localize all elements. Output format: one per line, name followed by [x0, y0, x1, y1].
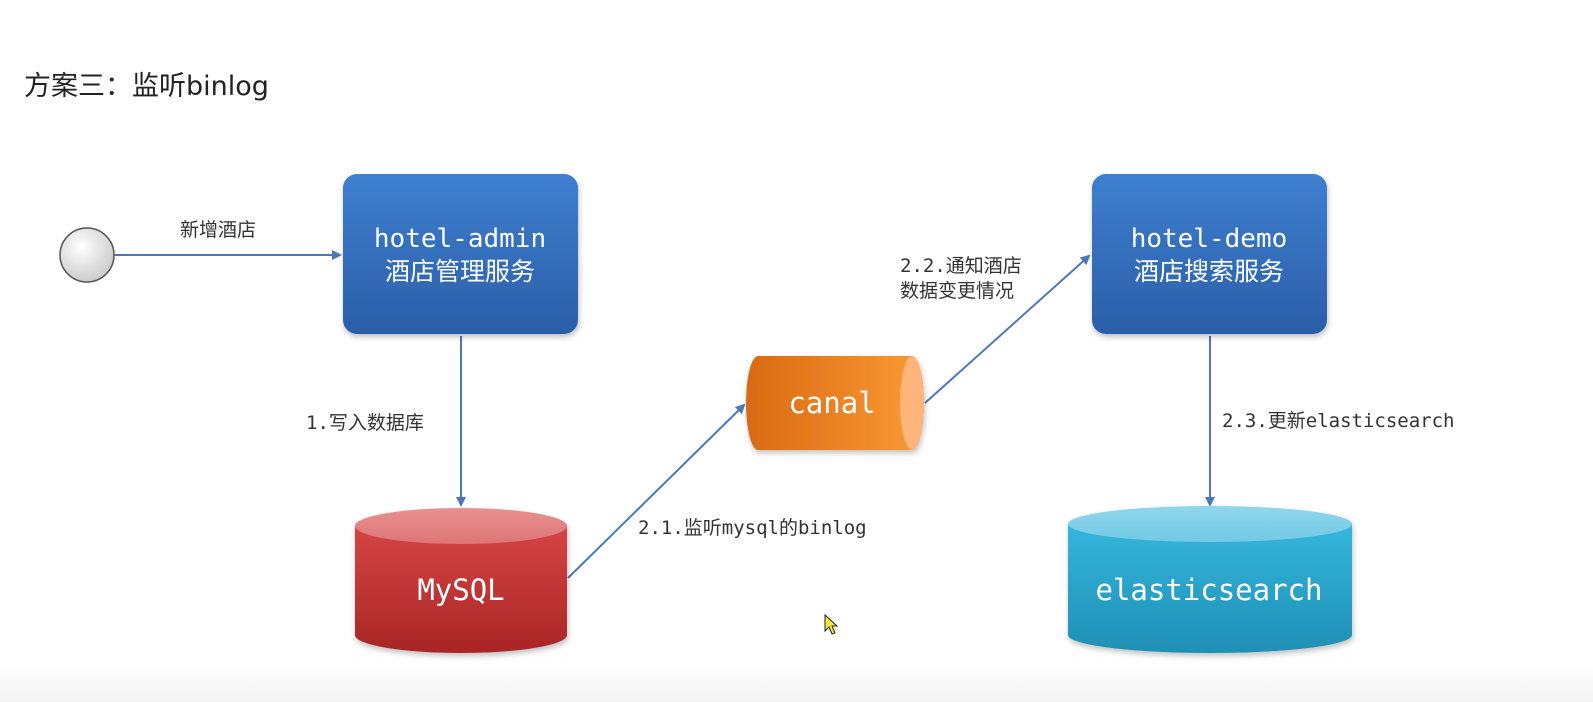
edge-label-listen-binlog: 2.1.监听mysql的binlog	[638, 517, 867, 539]
hotel-demo-node	[1092, 174, 1327, 334]
elasticsearch-database-icon	[1068, 506, 1352, 653]
mysql-database-icon	[355, 508, 567, 653]
mouse-cursor-icon	[824, 613, 839, 635]
elasticsearch-label: elasticsearch	[1096, 573, 1323, 607]
edge-label-add-hotel: 新增酒店	[180, 219, 256, 241]
edge-label-notify-line1: 2.2.通知酒店	[900, 255, 1022, 277]
edge-label-update-es: 2.3.更新elasticsearch	[1222, 410, 1454, 432]
edge-listen-binlog	[567, 403, 746, 579]
start-node	[59, 227, 115, 283]
canal-label: canal	[788, 386, 875, 420]
hotel-admin-name: hotel-admin	[374, 224, 546, 254]
edge-label-write-db: 1.写入数据库	[306, 412, 424, 434]
hotel-admin-node	[343, 174, 578, 334]
canal-queue-icon	[746, 356, 924, 450]
hotel-demo-desc: 酒店搜索服务	[1134, 257, 1284, 286]
hotel-demo-name: hotel-demo	[1131, 224, 1288, 254]
page-title: 方案三：监听binlog	[24, 71, 269, 102]
edge-notify	[924, 254, 1091, 404]
edge-label-notify-line2: 数据变更情况	[900, 280, 1014, 302]
hotel-admin-desc: 酒店管理服务	[385, 257, 535, 286]
mysql-label: MySQL	[417, 573, 504, 607]
